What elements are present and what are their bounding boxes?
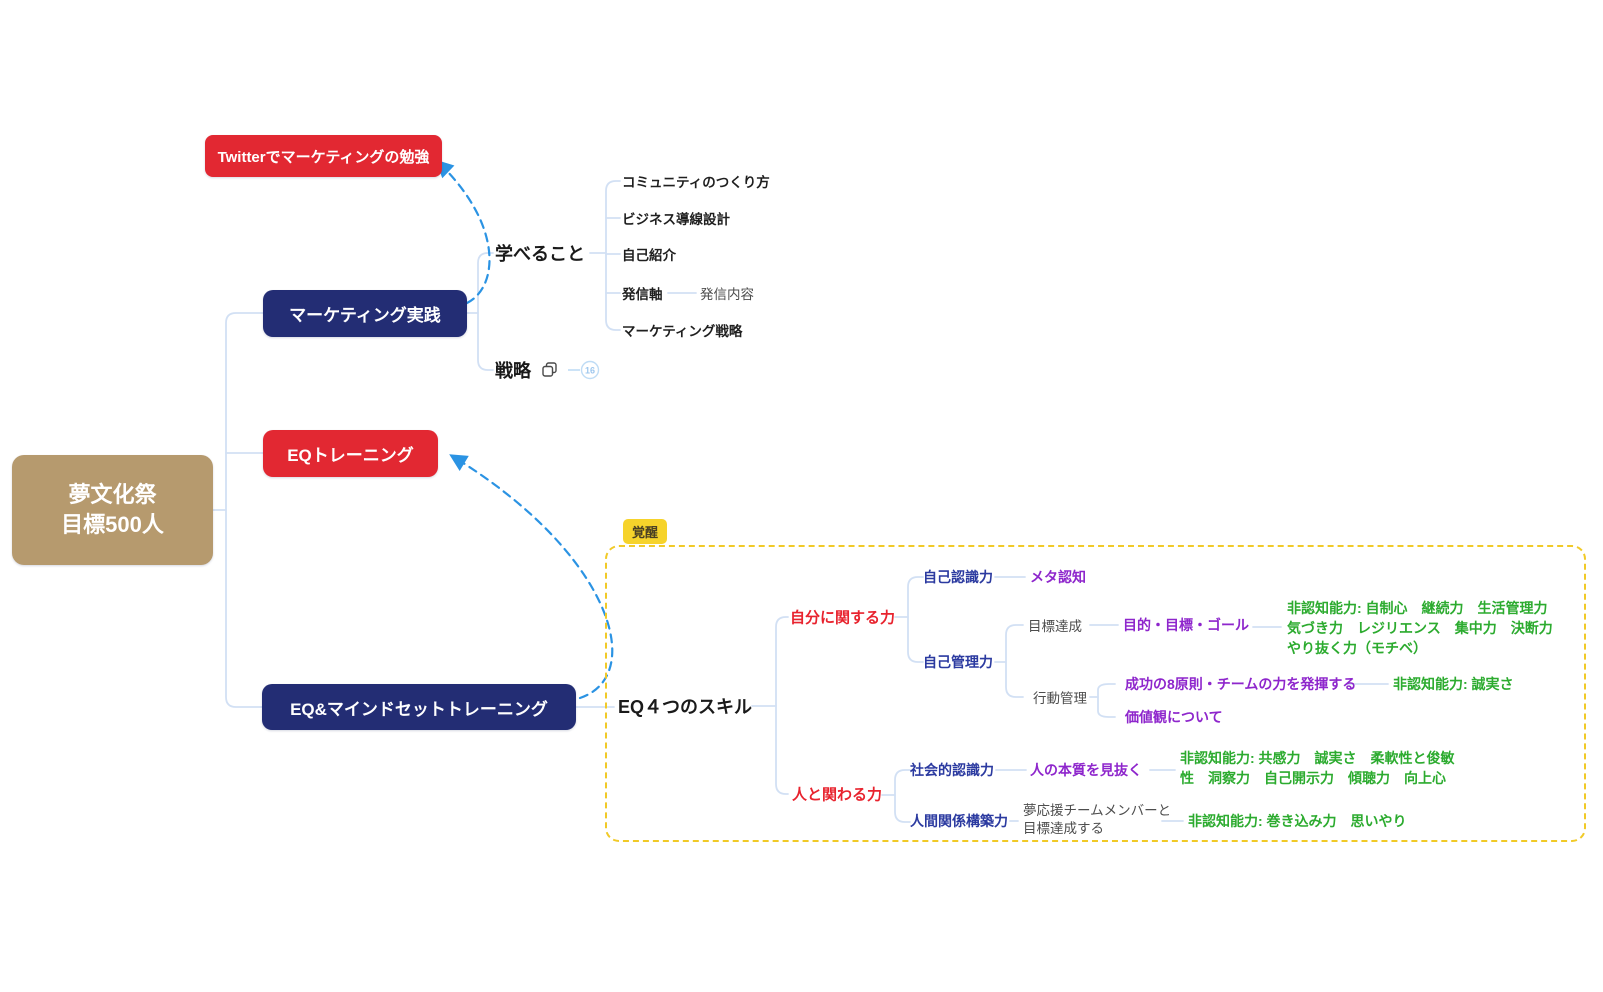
topic-marketing-strategy[interactable]: マーケティング戦略 xyxy=(622,324,743,339)
topic-self-related-power[interactable]: 自分に関する力 xyxy=(790,609,896,627)
topic-publishing-axis[interactable]: 発信軸 xyxy=(622,287,663,302)
topic-dream-team-goal[interactable]: 夢応援チームメンバーと 目標達成する xyxy=(1023,803,1172,836)
topic-community-building[interactable]: コミュニティのつくり方 xyxy=(622,175,770,190)
topic-self-awareness[interactable]: 自己認識力 xyxy=(923,569,993,585)
topic-purpose-goal[interactable]: 目的・目標・ゴール xyxy=(1123,617,1249,633)
topic-behavior-management[interactable]: 行動管理 xyxy=(1033,691,1087,706)
relation-marketing-to-twitter xyxy=(435,159,491,305)
awakening-boundary-tag[interactable]: 覚醒 xyxy=(623,519,668,544)
floating-topic-twitter[interactable]: Twitterでマーケティングの勉強 xyxy=(205,135,442,177)
topic-self-management[interactable]: 自己管理力 xyxy=(923,654,993,670)
topic-relationship-building[interactable]: 人間関係構築力 xyxy=(910,813,1008,829)
collapsed-badge-group[interactable]: 16 xyxy=(568,360,600,380)
topic-learnable[interactable]: 学べること xyxy=(495,244,585,264)
topic-see-human-essence[interactable]: 人の本質を見抜く xyxy=(1030,762,1142,778)
topic-eq-mindset-training[interactable]: EQ&マインドセットトレーニング xyxy=(262,684,576,730)
topic-self-introduction[interactable]: 自己紹介 xyxy=(622,248,676,263)
relation-mindset-to-eqtraining xyxy=(449,454,614,700)
topic-people-related-power[interactable]: 人と関わる力 xyxy=(792,786,883,804)
topic-publishing-content[interactable]: 発信内容 xyxy=(700,287,754,302)
topic-success-principles[interactable]: 成功の8原則・チームの力を発揮する xyxy=(1125,676,1357,692)
topic-strategy[interactable]: 戦略 xyxy=(495,361,531,381)
topic-marketing-practice[interactable]: マーケティング実践 xyxy=(263,290,467,337)
topic-metacognition[interactable]: メタ認知 xyxy=(1030,569,1086,585)
topic-goal-noncognitive-skills[interactable]: 非認知能力: 自制心 継続力 生活管理力 気づき力 レジリエンス 集中力 決断力… xyxy=(1287,600,1567,656)
topic-social-awareness[interactable]: 社会的認識力 xyxy=(910,762,994,778)
topic-values[interactable]: 価値観について xyxy=(1125,709,1223,725)
awakening-boundary[interactable] xyxy=(605,545,1586,842)
root-topic[interactable]: 夢文化祭 目標500人 xyxy=(12,455,213,565)
topic-business-funnel-design[interactable]: ビジネス導線設計 xyxy=(622,212,730,227)
topic-essence-noncognitive-skills[interactable]: 非認知能力: 共感力 誠実さ 柔軟性と俊敏性 洞察力 自己開示力 傾聴力 向上心 xyxy=(1180,750,1455,786)
topic-eq-training[interactable]: EQトレーニング xyxy=(263,430,438,477)
topic-eq-four-skills[interactable]: EQ４つのスキル xyxy=(618,697,753,717)
topic-principles-noncognitive-skills[interactable]: 非認知能力: 誠実さ xyxy=(1393,676,1514,692)
topic-team-noncognitive-skills[interactable]: 非認知能力: 巻き込み力 思いやり xyxy=(1188,813,1407,829)
linked-topics-icon[interactable] xyxy=(542,362,558,378)
topic-goal-achievement[interactable]: 目標達成 xyxy=(1028,619,1082,634)
collapsed-count-badge[interactable]: 16 xyxy=(585,366,595,376)
